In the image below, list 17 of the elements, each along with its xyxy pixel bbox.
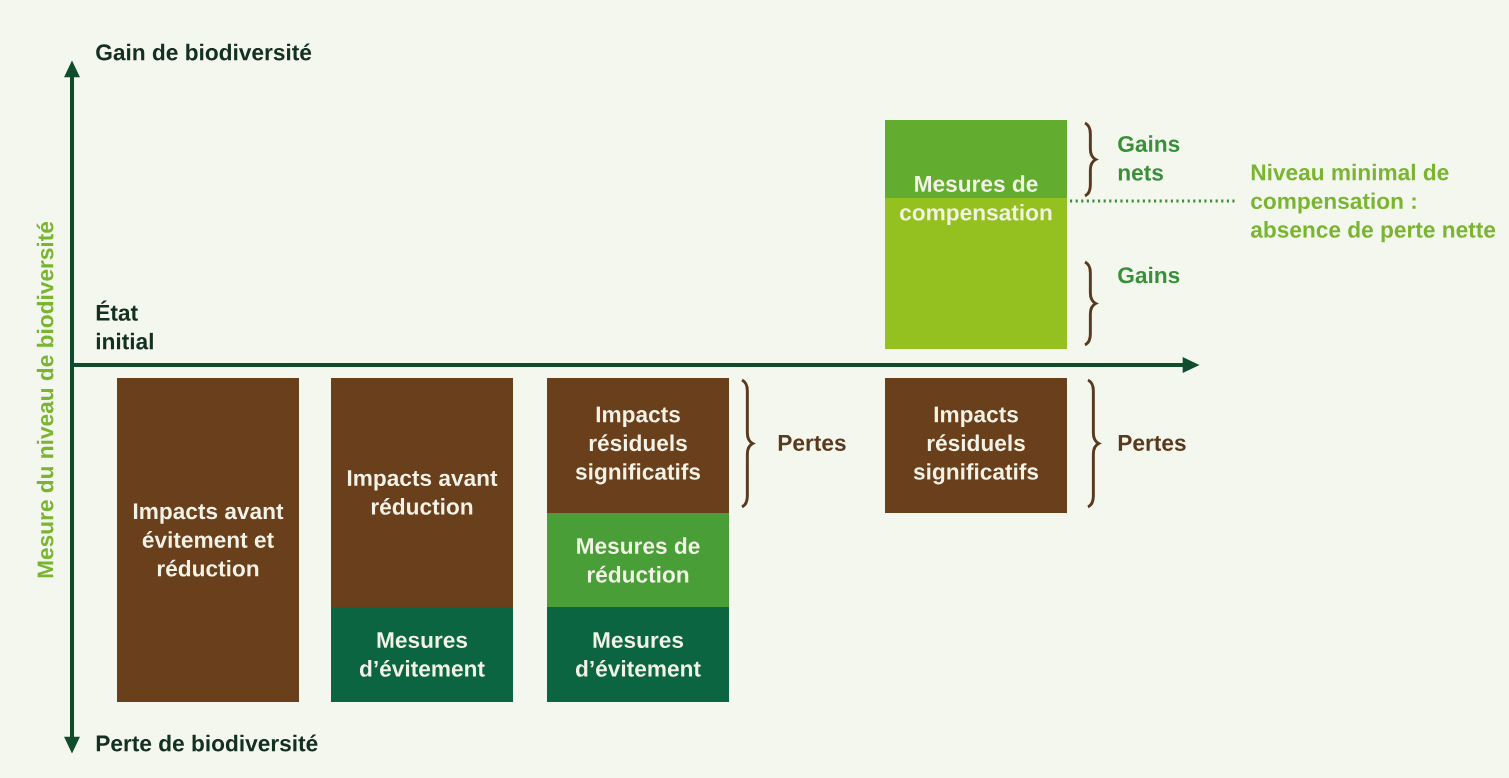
impact-box: Impacts résiduels significatifs — [885, 378, 1067, 513]
impact-box: Mesures d’évitement — [547, 607, 729, 702]
brace-label: Pertes — [778, 435, 846, 451]
impact-box: Impacts avant évitement et réduction — [117, 378, 299, 702]
impact-box: Mesures de réduction — [547, 513, 729, 607]
impact-box: Impacts avant réduction — [331, 378, 513, 607]
impact-box: Mesures d’évitement — [331, 607, 513, 702]
axis-label: Gain de biodiversité — [96, 43, 312, 61]
brace-label: Pertes — [1118, 435, 1186, 451]
level-note: Niveau minimal de compensation : absence de perte nette — [1250, 163, 1496, 243]
origin-label: État initial — [96, 300, 153, 350]
impact-box: Mesures de compensation — [885, 120, 1067, 349]
axis-label: Perte de biodiversité — [96, 734, 318, 752]
brace-label: Gains — [1118, 266, 1180, 284]
axis-title: Mesure du niveau de biodiversité — [36, 221, 54, 578]
brace-label: Gains nets — [1118, 135, 1180, 181]
impact-box: Impacts résiduels significatifs — [547, 378, 729, 513]
